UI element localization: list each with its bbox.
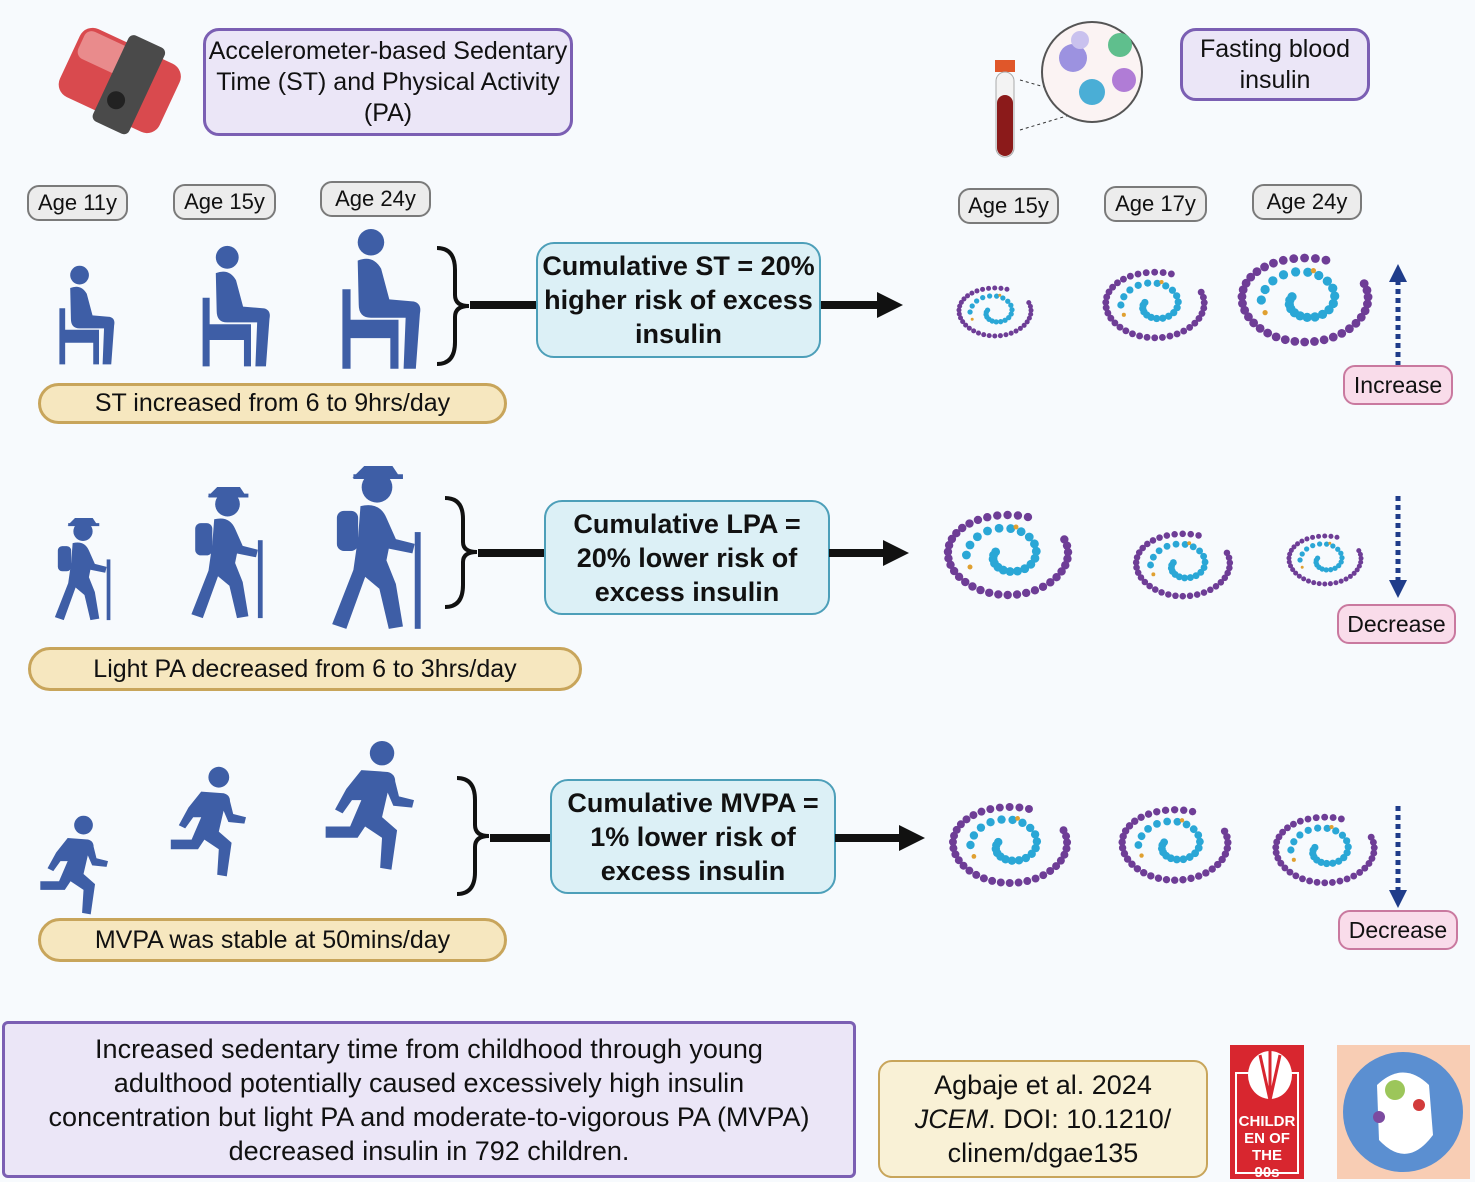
exposure-label: Accelerometer-based Sedentary Time (ST) …: [203, 28, 573, 136]
result-box-st: Cumulative ST = 20% higher risk of exces…: [536, 242, 821, 358]
connector-line: [478, 549, 544, 557]
dotted-arrow-down-icon: [1389, 496, 1407, 598]
insulin-st-age-24: [1237, 253, 1373, 347]
citation-authors: Agbaje et al. 2024: [934, 1070, 1152, 1100]
insulin-lpa-age-17: [1132, 530, 1234, 600]
brace-icon: [456, 776, 490, 896]
direction-decrease-mvpa: Decrease: [1338, 910, 1458, 950]
outcome-age-17: Age 17y: [1104, 186, 1207, 222]
running-adult-age-24-icon: [325, 740, 414, 870]
insulin-st-age-17: [1102, 268, 1208, 342]
hiking-teen-age-15-icon: [191, 487, 263, 619]
trend-pill-mvpa: MVPA was stable at 50mins/day: [38, 918, 507, 962]
arrow-right-icon: [829, 540, 909, 566]
research-group-logo: [1337, 1045, 1470, 1179]
insulin-lpa-age-24: [1286, 533, 1364, 587]
direction-increase: Increase: [1343, 365, 1453, 405]
arrow-right-icon: [821, 292, 903, 318]
trend-pill-st: ST increased from 6 to 9hrs/day: [38, 383, 507, 424]
insulin-mvpa-age-24: [1272, 813, 1378, 887]
sitting-child-age-11-icon: [59, 265, 115, 365]
citation-journal: JCEM: [914, 1104, 989, 1134]
hiking-adult-age-24-icon: [332, 466, 421, 629]
exposure-age-24: Age 24y: [320, 181, 431, 217]
brace-icon: [444, 496, 478, 609]
brace-icon: [436, 246, 470, 366]
dotted-arrow-up-icon: [1389, 264, 1407, 366]
citation-box: Agbaje et al. 2024 JCEM. DOI: 10.1210/ c…: [878, 1060, 1208, 1178]
running-child-age-11-icon: [40, 815, 108, 915]
trend-pill-lpa: Light PA decreased from 6 to 3hrs/day: [28, 647, 582, 691]
citation-doi[interactable]: . DOI: 10.1210/ clinem/dgae135: [947, 1104, 1172, 1168]
exposure-age-15: Age 15y: [173, 184, 276, 220]
outcome-label: Fasting blood insulin: [1180, 28, 1370, 101]
sitting-adult-age-24-icon: [342, 229, 421, 369]
dotted-arrow-down-icon: [1389, 806, 1407, 908]
sitting-teen-age-15-icon: [202, 245, 270, 367]
running-teen-age-15-icon: [170, 766, 246, 877]
insulin-st-age-15: [956, 285, 1034, 339]
arrow-right-icon: [835, 825, 925, 851]
outcome-age-24: Age 24y: [1252, 184, 1362, 220]
hiking-child-age-11-icon: [54, 518, 111, 621]
insulin-mvpa-age-15: [948, 803, 1072, 887]
result-box-lpa: Cumulative LPA = 20% lower risk of exces…: [544, 500, 830, 615]
children-of-the-90s-logo: CHILDREN OF THE 90s: [1230, 1045, 1304, 1181]
summary-box: Increased sedentary time from childhood …: [2, 1021, 856, 1178]
outcome-age-15: Age 15y: [958, 188, 1059, 224]
direction-decrease-lpa: Decrease: [1337, 604, 1456, 644]
exposure-age-11: Age 11y: [27, 185, 128, 221]
blood-cells-icon: [1019, 21, 1143, 131]
result-box-mvpa: Cumulative MVPA = 1% lower risk of exces…: [550, 779, 836, 894]
insulin-lpa-age-15: [943, 510, 1073, 600]
connector-line: [490, 834, 550, 842]
connector-line: [470, 301, 536, 309]
accelerometer-device-icon: [58, 27, 181, 135]
insulin-mvpa-age-17: [1118, 806, 1232, 884]
logo-text: CHILDREN OF THE 90s: [1238, 1113, 1296, 1181]
blood-tube-icon: [995, 60, 1015, 158]
